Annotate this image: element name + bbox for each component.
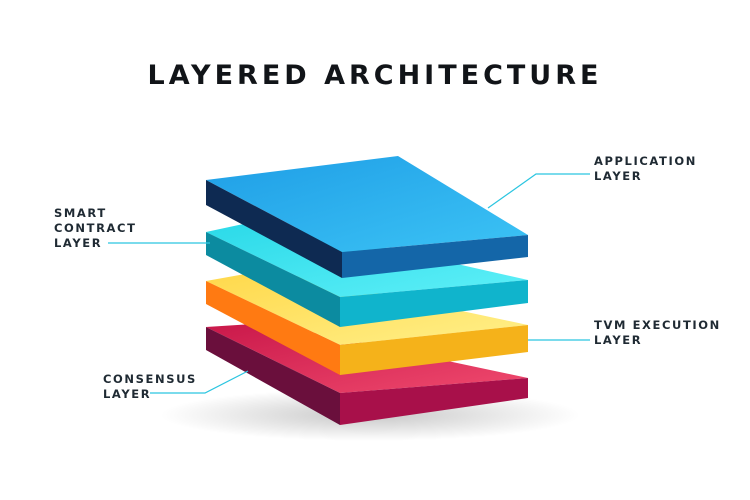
- smart-contract-layer-front: [340, 280, 528, 327]
- application-layer-side: [206, 180, 342, 278]
- tvm-execution-layer-label: TVM EXECUTION LAYER: [594, 318, 721, 348]
- tvm-execution-layer-side: [206, 281, 340, 375]
- label-line: LAYER: [54, 236, 103, 250]
- application-layer-label: APPLICATION LAYER: [594, 154, 697, 184]
- label-line: LAYER: [594, 169, 643, 183]
- consensus-layer-front: [340, 378, 528, 425]
- application-layer-slab: [206, 156, 528, 278]
- label-line: SMART: [54, 206, 107, 220]
- consensus-leader-line: [150, 370, 249, 394]
- label-line: CONSENSUS: [103, 372, 197, 386]
- consensus-layer-label: CONSENSUS LAYER: [103, 372, 197, 402]
- label-line: TVM EXECUTION: [594, 318, 721, 332]
- smart-contract-layer-label: SMART CONTRACT LAYER: [54, 206, 137, 251]
- label-line: APPLICATION: [594, 154, 697, 168]
- tvm-execution-layer-front: [340, 325, 528, 375]
- label-line: CONTRACT: [54, 221, 137, 235]
- application-layer-top: [206, 156, 528, 252]
- application-layer-front: [342, 235, 528, 278]
- application-leader-line: [487, 173, 590, 209]
- label-line: LAYER: [103, 387, 152, 401]
- diagram-title: LAYERED ARCHITECTURE: [147, 60, 603, 91]
- smart-contract-layer-side: [206, 232, 340, 327]
- consensus-layer-side: [206, 327, 340, 425]
- label-line: LAYER: [594, 333, 643, 347]
